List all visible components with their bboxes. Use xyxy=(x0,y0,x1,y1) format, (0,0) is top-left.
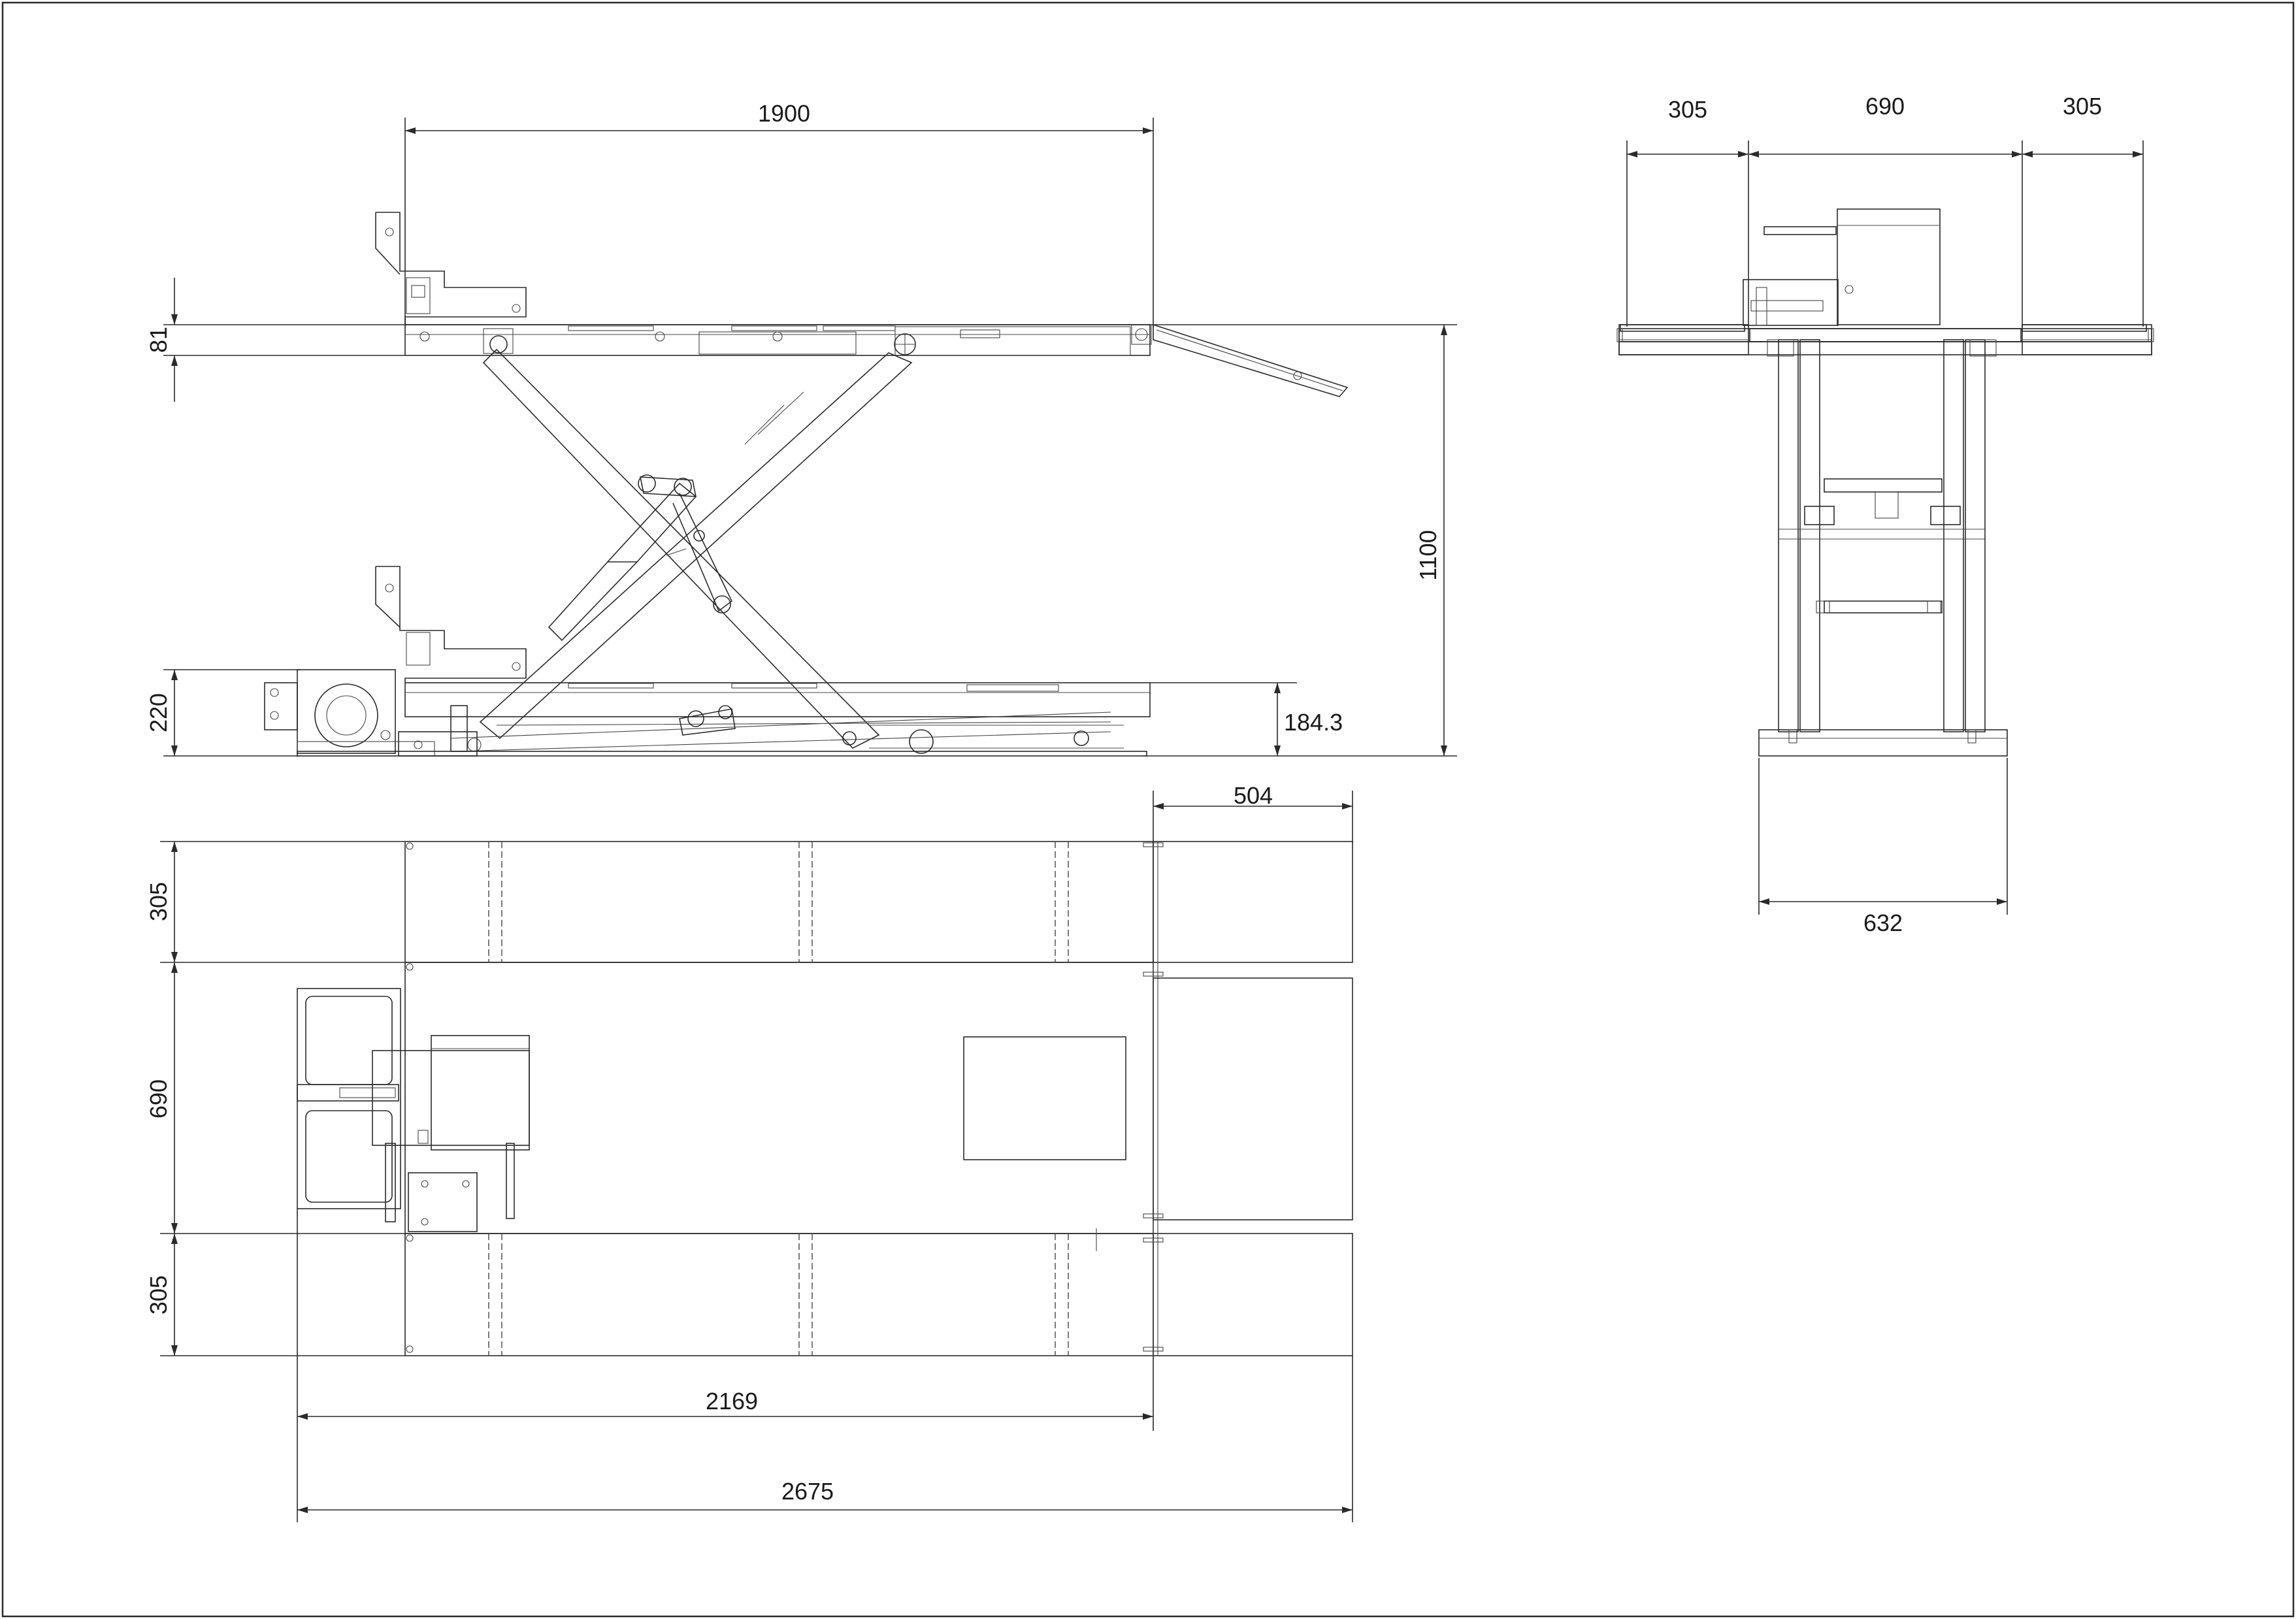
dim-ramp-length: 504 xyxy=(1234,782,1273,809)
dim-left-extension: 305 xyxy=(1668,96,1707,123)
side-view: 1900 81 1100 220 184.3 xyxy=(145,100,1457,757)
dim-center-width: 690 xyxy=(145,1079,172,1119)
dim-base-height: 220 xyxy=(145,693,172,732)
dim-min-height: 184.3 xyxy=(1284,709,1343,736)
dim-right-extension: 305 xyxy=(2063,93,2102,120)
dim-side-panel-bottom: 305 xyxy=(145,1275,172,1315)
dim-side-panel-top: 305 xyxy=(145,882,172,921)
top-view: 504 305 690 305 2169 2675 xyxy=(145,782,1353,1522)
lower-frame xyxy=(404,682,1151,717)
dim-platform-width: 690 xyxy=(1865,93,1905,120)
upper-platform xyxy=(404,324,1151,356)
end-view: 305 690 305 632 xyxy=(1616,93,2154,936)
dim-base-width: 632 xyxy=(1863,909,1903,936)
dim-platform-thickness: 81 xyxy=(145,327,172,353)
scissor-arms xyxy=(479,348,913,749)
dim-platform-length: 1900 xyxy=(758,100,810,127)
dim-max-height: 1100 xyxy=(1415,530,1441,580)
dim-platform-length-top: 2169 xyxy=(706,1388,758,1415)
dim-total-length: 2675 xyxy=(781,1478,834,1505)
loading-ramp xyxy=(1153,323,1349,397)
